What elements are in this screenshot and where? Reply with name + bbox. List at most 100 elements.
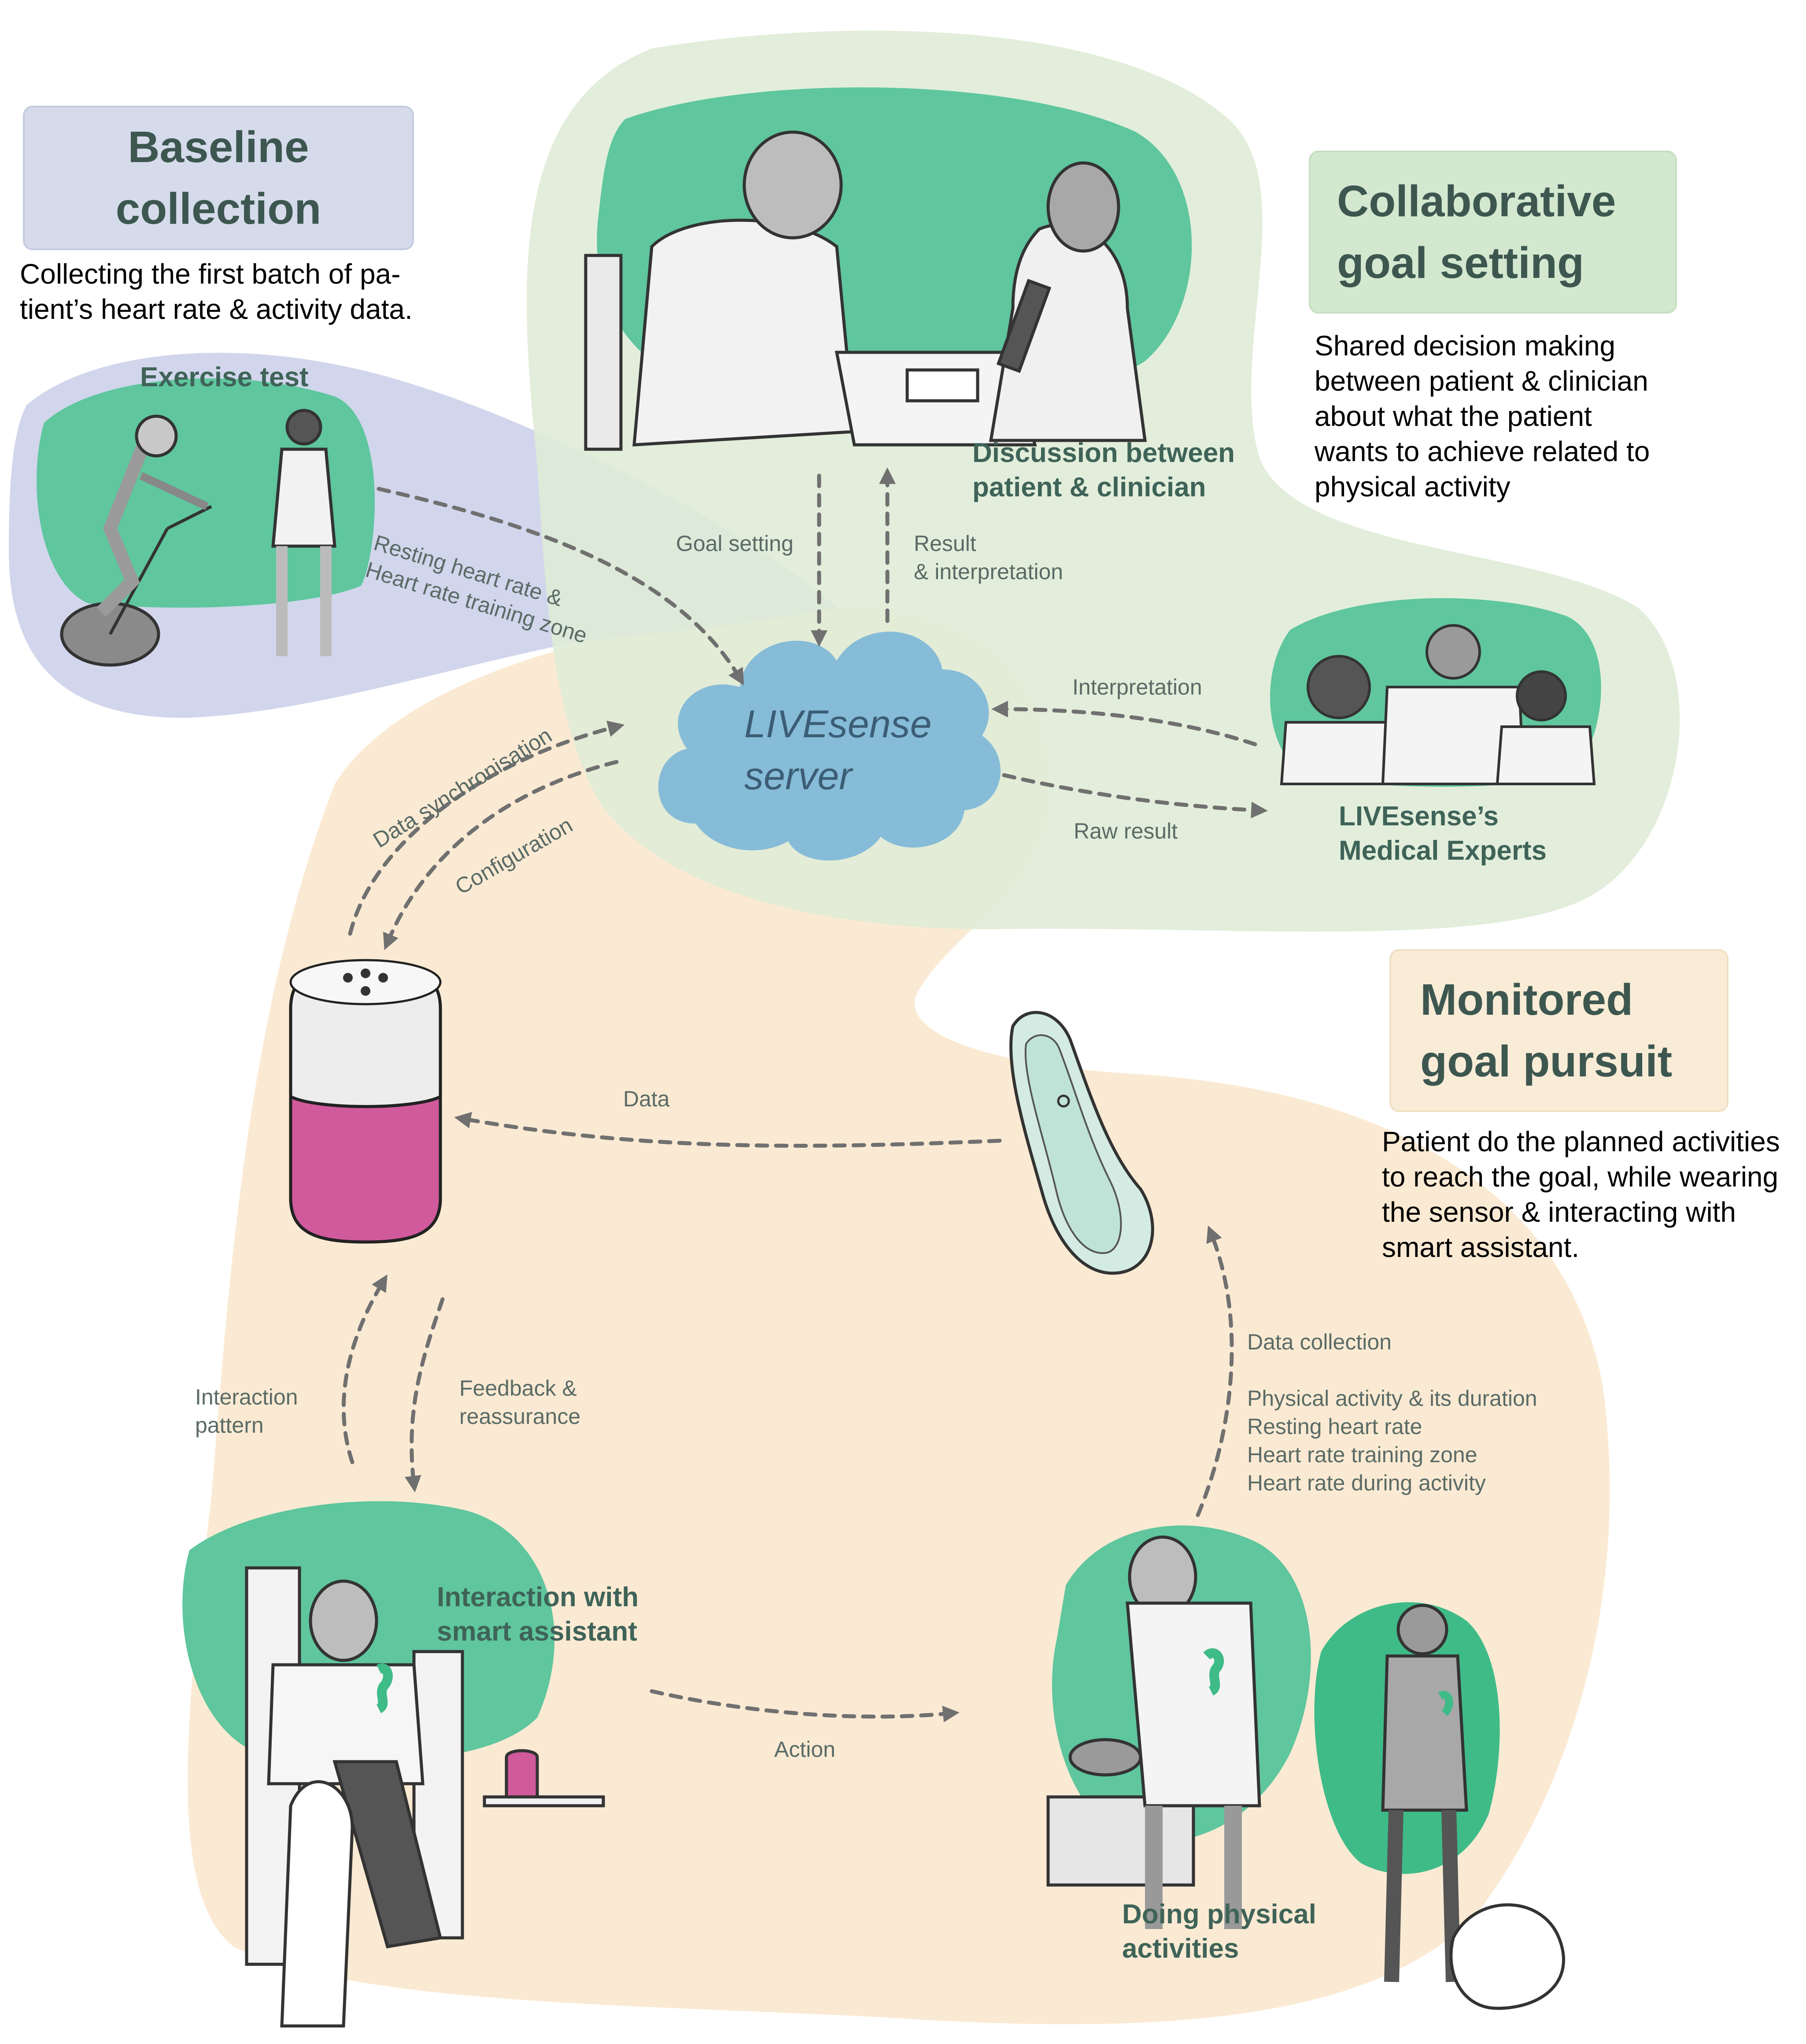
- arrow-raw-result: [1002, 773, 1268, 818]
- monitored-description-line-4: smart assistant.: [1382, 1231, 1580, 1263]
- activities-label: Doing physical activities: [1122, 1897, 1316, 1966]
- arrow-action: [650, 1689, 960, 1722]
- speaker-base: [289, 1094, 442, 1244]
- discussion-label-line-1: Discussion between: [972, 438, 1235, 468]
- flow-label-data-collection-line-1: Data collection: [1247, 1330, 1392, 1354]
- arrow-baseline-to-server: [377, 487, 744, 686]
- flow-label-raw-result: Raw result: [1074, 819, 1178, 843]
- flow-label-feedback-line-1: Feedback &: [459, 1376, 577, 1401]
- activities-illustration: [1046, 1535, 1565, 2010]
- baseline-title-box: Baseline collection: [23, 106, 414, 250]
- activities-label-line-1: Doing physical: [1122, 1899, 1316, 1929]
- flow-label-action: Action: [774, 1737, 835, 1762]
- walking-dog: [1449, 1903, 1565, 2010]
- flow-label-data-collection-line-5: Heart rate training zone: [1247, 1442, 1477, 1467]
- collab-description: Shared decision making between patient &…: [1315, 328, 1777, 504]
- exercise-test-label: Exercise test: [140, 362, 309, 392]
- interaction-label-line-2: smart assistant: [437, 1616, 637, 1647]
- baseline-description-line-1: Collecting the first batch of pa-: [20, 258, 401, 290]
- experts-label-line-2: Medical Experts: [1339, 835, 1547, 866]
- monitored-title-line-1: Monitored: [1420, 975, 1633, 1024]
- collab-description-line-4: wants to achieve related to: [1315, 436, 1650, 467]
- patient-head: [742, 130, 843, 240]
- sensor-on-chest: [376, 1663, 393, 1713]
- monitored-title: Monitored goal pursuit: [1420, 969, 1672, 1092]
- monitored-description: Patient do the planned activities to rea…: [1382, 1124, 1800, 1265]
- exercise-test-illustration: [60, 409, 336, 667]
- patient-body: [632, 218, 856, 447]
- walking-man-body: [1381, 1654, 1468, 1812]
- flow-label-data: Data: [623, 1087, 670, 1111]
- sensor-patch: [1009, 1011, 1154, 1275]
- flow-label-data-collection-line-3: Physical activity & its duration: [1247, 1386, 1537, 1411]
- monitored-description-line-2: to reach the goal, while wearing: [1382, 1161, 1779, 1193]
- arrow-configuration: [383, 760, 619, 950]
- monitored-description-line-1: Patient do the planned activities: [1382, 1126, 1780, 1157]
- flow-label-result-line-2: & interpretation: [914, 559, 1064, 584]
- expert-2-head: [1426, 624, 1481, 680]
- flow-label-goal-setting: Goal setting: [676, 531, 794, 556]
- cyclist-body: [96, 438, 151, 617]
- kitchen-counter: [1046, 1795, 1195, 1887]
- arrow-data: [454, 1112, 1002, 1148]
- flow-label-data-collection-line-6: Heart rate during activity: [1247, 1471, 1486, 1495]
- expert-3-head: [1516, 670, 1567, 721]
- flow-label-interpretation: Interpretation: [1072, 675, 1202, 699]
- walking-man-head: [1396, 1604, 1448, 1656]
- server-label-line-2: server: [744, 754, 852, 798]
- discussion-label-line-2: patient & clinician: [972, 472, 1206, 503]
- server-label: LIVEsense server: [744, 698, 932, 802]
- expert-3-body: [1496, 725, 1596, 785]
- experts-illustration: [1280, 624, 1596, 785]
- discussion-label: Discussion between patient & clinician: [972, 436, 1235, 505]
- mini-speaker: [505, 1749, 539, 1799]
- collab-title-line-2: goal setting: [1337, 238, 1584, 288]
- dog: [280, 1780, 354, 2028]
- collab-description-line-5: physical activity: [1315, 471, 1511, 503]
- collab-title-line-1: Collaborative: [1337, 177, 1616, 226]
- experts-label-line-1: LIVEsense’s: [1339, 801, 1499, 832]
- clinician-head: [285, 409, 322, 446]
- baseline-description-line-2: tient’s heart rate & activity data.: [20, 293, 413, 325]
- monitored-title-line-2: goal pursuit: [1420, 1037, 1673, 1086]
- flow-label-interaction-pattern: Interaction pattern: [195, 1383, 298, 1439]
- flow-label-feedback-line-2: reassurance: [459, 1404, 581, 1429]
- baseline-description: Collecting the first batch of pa- tient’…: [20, 256, 504, 327]
- baseline-title-line-1: Baseline: [128, 122, 309, 172]
- collab-title-box: Collaborative goal setting: [1309, 151, 1677, 314]
- arrow-data-sync: [348, 721, 625, 936]
- seated-man-legs: [332, 1760, 443, 1948]
- cyclist-head: [135, 414, 178, 458]
- monitored-description-line-3: the sensor & interacting with: [1382, 1196, 1736, 1228]
- arrow-interpretation: [991, 701, 1257, 747]
- arrow-interaction-pattern: [341, 1274, 388, 1464]
- expert-1-body: [1280, 721, 1398, 785]
- collab-description-line-2: between patient & clinician: [1315, 365, 1648, 397]
- server-cloud: [658, 632, 1001, 861]
- interaction-label-line-1: Interaction with: [437, 1582, 639, 1612]
- interaction-label: Interaction with smart assistant: [437, 1580, 639, 1649]
- flow-label-data-collection-line-2: [1247, 1356, 1537, 1384]
- flow-label-feedback: Feedback & reassurance: [459, 1374, 580, 1430]
- flow-label-data-collection: Data collection Physical activity & its …: [1247, 1328, 1537, 1497]
- collab-description-line-1: Shared decision making: [1315, 330, 1616, 362]
- cooking-pot: [1068, 1738, 1142, 1777]
- server-label-line-1: LIVEsense: [744, 702, 932, 746]
- clinician-head: [1046, 161, 1120, 253]
- tablet: [996, 278, 1052, 373]
- cooking-man-body: [1126, 1601, 1261, 1807]
- flow-label-result-line-1: Result: [914, 531, 976, 556]
- flow-arrows: [341, 467, 1268, 1722]
- interaction-illustration: [245, 1566, 605, 2028]
- collab-description-line-3: about what the patient: [1315, 400, 1592, 432]
- experts-label: LIVEsense’s Medical Experts: [1339, 799, 1547, 868]
- laptop: [905, 368, 979, 403]
- flow-label-result: Result & interpretation: [914, 529, 1063, 586]
- arrow-feedback: [405, 1297, 445, 1493]
- side-table: [483, 1795, 605, 1807]
- baseline-title-line-2: collection: [115, 184, 321, 233]
- flow-label-interaction-pattern-line-2: pattern: [195, 1413, 264, 1438]
- collab-title: Collaborative goal setting: [1337, 170, 1616, 294]
- monitored-title-box: Monitored goal pursuit: [1389, 949, 1728, 1112]
